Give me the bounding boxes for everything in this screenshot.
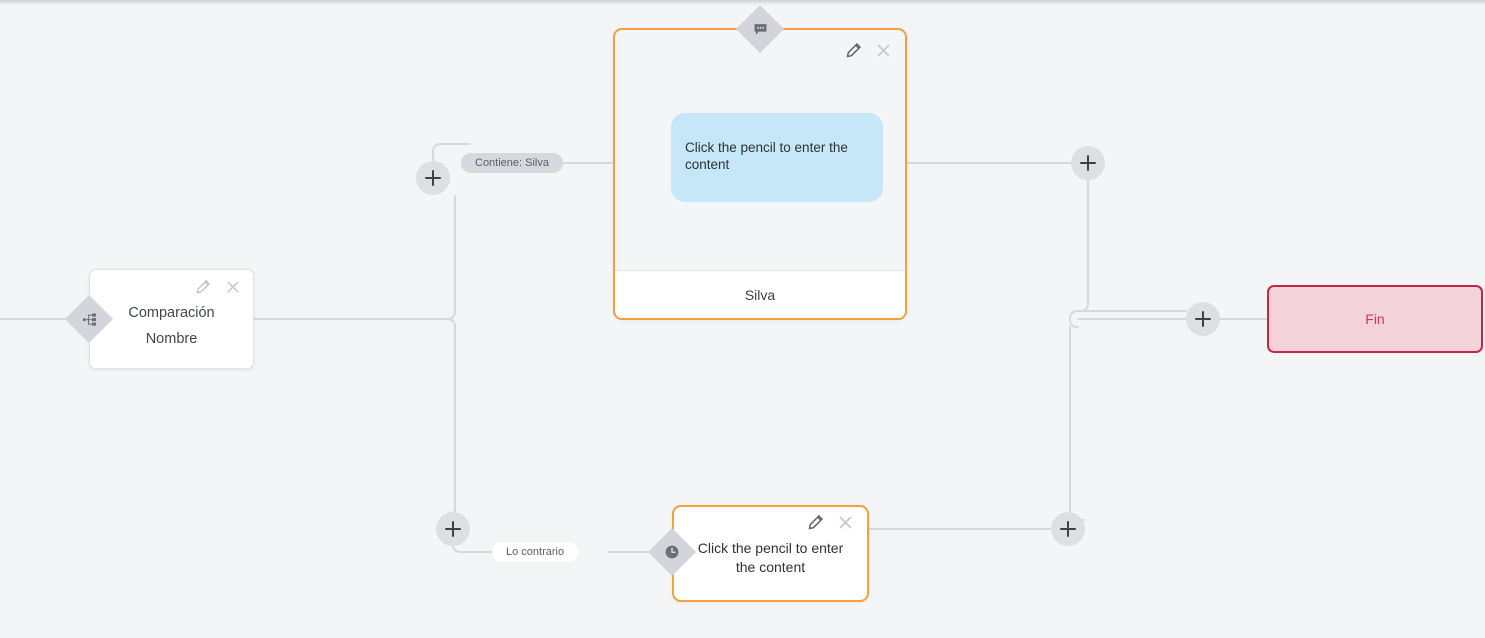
node-end[interactable]: Fin <box>1267 285 1483 353</box>
message-top-badge[interactable] <box>735 4 785 54</box>
edge-merge-corner-down <box>1069 318 1079 328</box>
edge-split-corner-up <box>446 310 456 320</box>
edge-label-contains-text: Contiene: Silva <box>475 157 549 169</box>
node-message-bottom[interactable]: Click the pencil to enter the content <box>672 505 869 602</box>
comparison-subtitle: Nombre <box>145 331 198 347</box>
node-comparison[interactable]: Comparación Nombre <box>89 269 254 369</box>
add-node-button-end[interactable] <box>1186 302 1220 336</box>
comparison-badge[interactable] <box>64 294 114 344</box>
close-icon[interactable] <box>225 279 241 295</box>
add-node-button-top-left[interactable] <box>416 161 450 195</box>
message-top-footer: Silva <box>615 270 905 318</box>
pencil-icon[interactable] <box>845 42 862 58</box>
sitemap-icon <box>80 310 98 328</box>
close-icon[interactable] <box>875 42 891 58</box>
edge-upperright-down <box>1077 179 1089 312</box>
edge-lowerright-up <box>1069 326 1085 521</box>
add-node-button-top-right[interactable] <box>1071 146 1105 180</box>
edge-label-otherwise[interactable]: Lo contrario <box>492 542 579 562</box>
clock-icon <box>663 543 681 561</box>
edge-bottomleft-to-label <box>452 543 494 553</box>
comparison-node-tools[interactable] <box>195 279 241 295</box>
add-node-button-bottom-right[interactable] <box>1051 512 1085 546</box>
close-icon[interactable] <box>837 514 853 530</box>
end-node-label: Fin <box>1365 311 1385 327</box>
message-bottom-text[interactable]: Click the pencil to enter the content <box>697 540 844 575</box>
message-top-tools[interactable] <box>845 42 891 58</box>
message-bottom-body: Click the pencil to enter the content <box>674 507 867 600</box>
pencil-icon[interactable] <box>807 514 824 530</box>
message-bottom-badge[interactable] <box>647 527 697 577</box>
chat-bubble-icon <box>751 20 769 38</box>
message-top-footer-label: Silva <box>744 286 776 303</box>
edge-label-otherwise-text: Lo contrario <box>506 546 565 558</box>
edge-label-contains[interactable]: Contiene: Silva <box>461 153 563 173</box>
message-top-bubble[interactable]: Click the pencil to enter the content <box>671 113 883 202</box>
pencil-icon[interactable] <box>195 279 211 295</box>
message-top-body: Click the pencil to enter the content Si… <box>615 30 905 318</box>
edge-split-corner-down <box>446 318 456 328</box>
add-node-button-bottom-left[interactable] <box>436 512 470 546</box>
toolbar-shadow <box>0 0 1485 6</box>
edge-merge-corner-up <box>1069 310 1079 320</box>
comparison-body: Comparación Nombre <box>90 270 253 368</box>
comparison-title: Comparación <box>128 305 215 321</box>
node-message-top[interactable]: Click the pencil to enter the content Si… <box>613 28 907 320</box>
message-bottom-tools[interactable] <box>807 514 853 530</box>
